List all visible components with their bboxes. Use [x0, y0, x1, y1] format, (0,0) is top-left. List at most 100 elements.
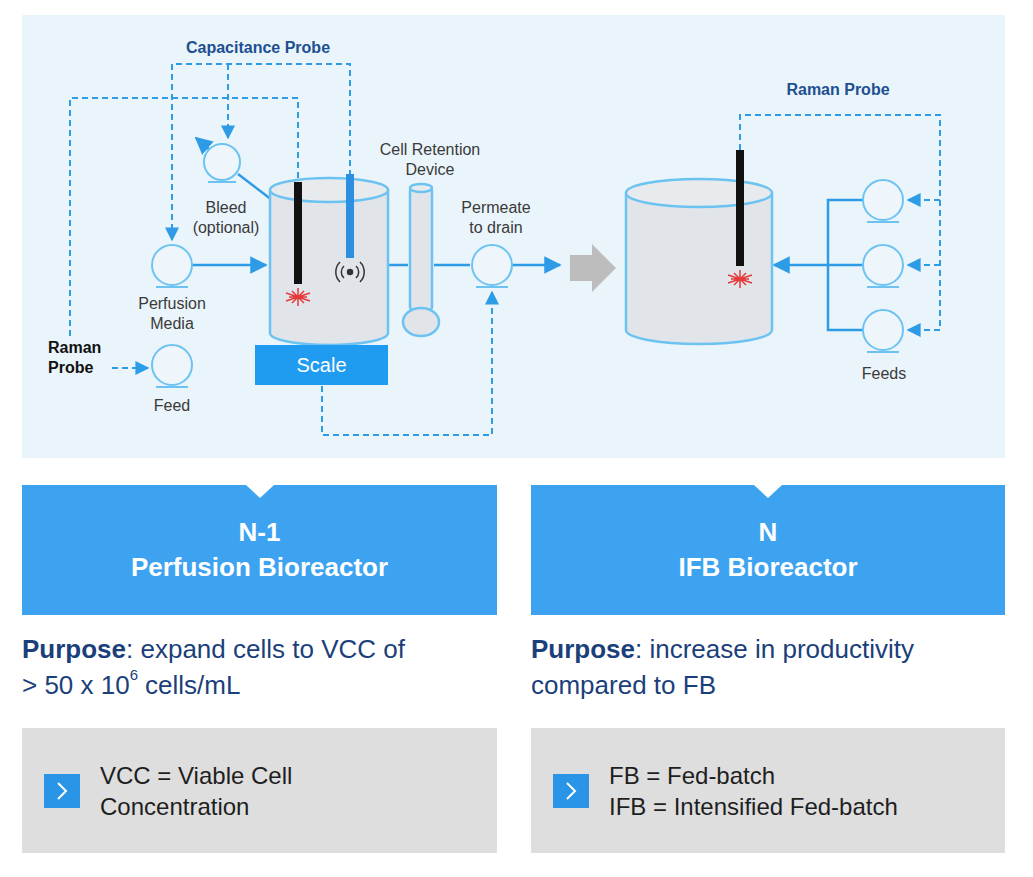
dashed-control-line [227, 64, 229, 138]
purpose-text: cells/mL [145, 670, 240, 700]
probe-rod [736, 150, 744, 266]
purpose-text: > 50 x 10 [22, 670, 130, 700]
pump-symbol [863, 310, 903, 350]
stage-header: NIFB Bioreactor [531, 485, 1005, 615]
dashed-control-line [908, 199, 940, 201]
cell-retention-device [403, 184, 439, 336]
header-notch [246, 485, 274, 498]
stage-name: Perfusion Bioreactor [22, 550, 497, 585]
cell-retention-device [403, 308, 439, 336]
definition: VCC = Viable Cell Concentration [100, 760, 330, 822]
definition: IFB = Intensified Fed-batch [609, 791, 898, 822]
header-notch [754, 485, 782, 499]
pump-symbol [152, 144, 903, 387]
chevron-icon [553, 774, 589, 808]
capacitance-signal [336, 262, 364, 282]
chevron-icon [44, 774, 80, 808]
device-label: Cell Retention Device [370, 140, 490, 180]
definition-box: VCC = Viable Cell Concentration [22, 728, 497, 853]
bioreactor-vessel [270, 190, 388, 345]
flow-line [388, 264, 408, 267]
purpose-keyword: Purpose [531, 634, 635, 664]
pump-symbol [476, 286, 508, 288]
flow-line [238, 174, 272, 200]
definition-text: FB = Fed-batchIFB = Intensified Fed-batc… [609, 760, 898, 822]
stage-code: N [531, 515, 1005, 550]
pump-label: Bleed (optional) [186, 198, 266, 238]
capacitance-signal [348, 270, 353, 275]
raman-laser-burst [286, 288, 310, 306]
stage-name: IFB Bioreactor [531, 550, 1005, 585]
diagram-panel [22, 15, 1005, 458]
stage-header: N-1Perfusion Bioreactor [22, 485, 497, 615]
bioreactor-vessel [270, 178, 388, 202]
probe-label: Raman Probe [48, 338, 110, 378]
purpose-keyword: Purpose [22, 634, 126, 664]
purpose-line: Purpose: increase in productivity [531, 632, 914, 666]
flow-line [828, 200, 863, 330]
flow-line [192, 264, 266, 267]
dashed-control-line [908, 329, 940, 331]
dashed-control-line [70, 64, 940, 435]
raman-laser-burst [728, 270, 752, 288]
bioreactor-vessel [270, 178, 772, 345]
probe-label: Raman Probe [768, 80, 908, 100]
cell-retention-device [410, 188, 432, 310]
pump-symbol [208, 181, 236, 183]
pump-symbol [204, 144, 240, 180]
probe-rod [294, 150, 744, 284]
pump-symbol [152, 345, 192, 385]
purpose-text: : increase in productivity [635, 634, 914, 664]
exponent: 6 [130, 666, 138, 683]
purpose-line: compared to FB [531, 668, 716, 702]
probe-rod [346, 174, 354, 258]
pump-symbol [472, 245, 512, 285]
pump-symbol [156, 386, 188, 388]
chevron-icon [567, 783, 575, 799]
purpose-text: : expand cells to VCC of [126, 634, 405, 664]
scale-box: Scale [255, 345, 388, 385]
chevron-icon [553, 774, 589, 808]
pump-symbol [867, 286, 899, 288]
pump-label: Feed [132, 396, 212, 416]
stage-code: N-1 [22, 515, 497, 550]
chevron-icon [44, 774, 80, 808]
flow-line [196, 138, 210, 150]
pump-symbol [156, 286, 188, 288]
definition: FB = Fed-batch [609, 760, 898, 791]
purpose-line: Purpose: expand cells to VCC of [22, 632, 405, 666]
capacitance-signal [341, 266, 358, 278]
flow-line [512, 264, 560, 267]
bioreactor-vessel [626, 193, 772, 344]
bioreactor-vessel [626, 179, 772, 207]
flow-line [434, 264, 470, 267]
flow-line [774, 264, 828, 267]
stage-arrow [570, 244, 616, 292]
flow-line [828, 264, 863, 267]
definition-text: VCC = Viable Cell Concentration [100, 760, 330, 822]
header-notch [246, 485, 274, 499]
pump-symbol [152, 245, 192, 285]
purpose-text: compared to FB [531, 670, 716, 700]
header-notch [754, 485, 782, 498]
pump-label: Permeate to drain [456, 198, 536, 238]
probe-rod [294, 182, 302, 284]
purpose-line: > 50 x 106 cells/mL [22, 668, 240, 702]
chevron-icon [58, 783, 66, 799]
probe-label: Capacitance Probe [158, 38, 358, 58]
pump-symbol [863, 245, 903, 285]
dashed-control-line [908, 264, 940, 266]
definition-box: FB = Fed-batchIFB = Intensified Fed-batc… [531, 728, 1005, 853]
pump-symbol [867, 221, 899, 223]
dashed-control-line [70, 98, 298, 336]
dashed-control-line [112, 367, 148, 369]
raman-laser-burst [286, 270, 752, 306]
pump-label: Feeds [844, 364, 924, 384]
cell-retention-device [410, 184, 432, 192]
stage-arrow [570, 244, 616, 292]
capacitance-signal [336, 262, 364, 282]
pump-label: Perfusion Media [132, 294, 212, 334]
scale-label: Scale [296, 354, 346, 377]
pump-symbol [863, 180, 903, 220]
pump-symbol [867, 351, 899, 353]
